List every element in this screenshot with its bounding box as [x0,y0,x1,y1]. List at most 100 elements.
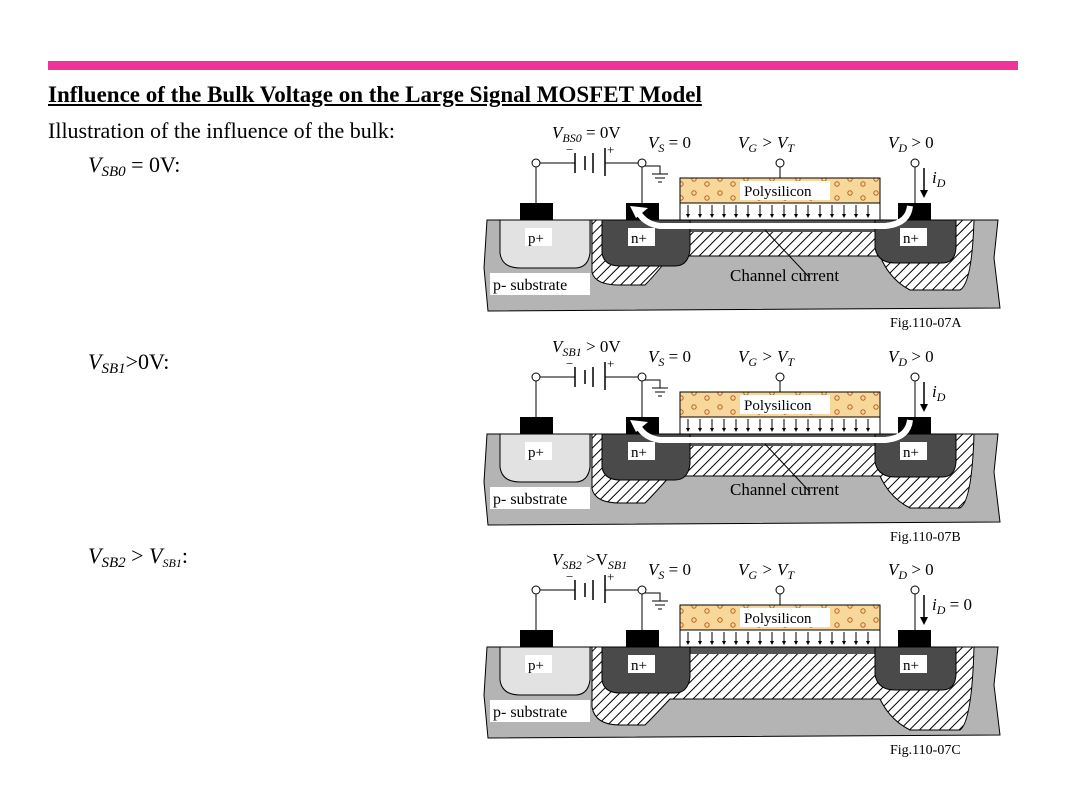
drain-current-arrowhead [920,404,928,412]
p-plus-label: p+ [528,445,544,461]
terminal-icon [775,372,785,382]
drain-voltage-label-part: > 0 [907,133,934,152]
bulk-bias-label-part: = 0V [582,123,622,142]
n-plus-label: n+ [903,658,919,674]
gate-oxide [679,629,881,648]
source-contact [626,630,659,647]
source-voltage-label-part: S [658,141,664,155]
battery-minus: − [566,356,573,371]
well-label-bg [900,442,927,460]
field-arrowhead [782,641,786,645]
field-arrowhead [866,428,870,432]
field-arrowhead [710,641,714,645]
field-arrowhead [686,641,690,645]
accent-bar [48,61,1018,70]
terminal-icon [775,158,785,168]
polysilicon-label: Polysilicon [744,398,812,414]
terminal-icon [637,372,647,382]
drain-current-label: iD = 0 [932,595,972,617]
channel-pointer [764,229,811,279]
bulk-contact [520,630,553,647]
slide-title: Influence of the Bulk Voltage on the Lar… [48,82,702,107]
bulk-bias-label-part: BS0 [562,131,581,145]
bulk-contact [520,417,553,434]
gate-voltage-label-part: T [787,568,795,582]
field-arrowhead [746,428,750,432]
drain-voltage-label-part: > 0 [907,560,934,579]
bulk-wire [535,162,575,203]
source-voltage-label-part: S [658,355,664,369]
well-label-bg [525,442,552,460]
terminal-icon [531,372,541,382]
field-arrowhead [794,641,798,645]
bulk-bias-label-part: V [552,123,565,142]
figure-caption: Fig.110-07C [890,743,961,758]
poly-label-bg [740,395,830,414]
gate-voltage-label-part: T [787,355,795,369]
field-arrowhead [806,641,810,645]
bulk-bias-label: VSB2 >VSB1 [552,550,627,572]
gate-voltage-label-part: G [748,355,757,369]
gate-voltage-label-part: V [738,133,751,152]
field-arrowhead [866,641,870,645]
field-arrowhead [818,214,822,218]
drain-current-label: iD [932,382,946,404]
ground-wire [642,379,661,388]
bulk-bias-label: VSB1 > 0V [552,337,621,359]
ground-wire [642,165,661,174]
field-arrowhead [866,214,870,218]
terminal-icon [910,372,920,382]
gate-voltage-label: VG > VT [738,560,795,582]
drain-current-label-part: i [932,168,937,187]
field-arrowhead [806,428,810,432]
field-arrowhead [782,214,786,218]
source-voltage-label-part: V [648,560,661,579]
figure-caption: Fig.110-07B [890,530,961,545]
p-plus-label: p+ [528,231,544,247]
case-label-vsb0: VSB0 = 0V: [88,152,181,180]
drain-current-label-part: D [936,390,946,404]
field-arrowhead [782,428,786,432]
drain-voltage-label-part: V [888,133,901,152]
bulk-bias-label-part: SB1 [608,558,627,572]
field-arrowhead [794,214,798,218]
well-label-bg [628,655,655,673]
drain-current-arrowhead [920,617,928,625]
bulk-bias-label-part: V [552,337,565,356]
n-plus-label: n+ [903,231,919,247]
p-plus-label: p+ [528,658,544,674]
substrate-label-bg [490,700,590,722]
poly-label-bg [740,181,830,200]
drain-current-label-part: i [932,595,937,614]
drain-voltage-label-part: > 0 [907,347,934,366]
battery-plus: + [607,356,614,371]
field-arrowhead [734,641,738,645]
channel-current-label: Channel current [730,266,839,285]
drain-voltage-label: VD > 0 [888,347,934,369]
source-voltage-label: VS = 0 [648,347,691,369]
gate-voltage-label-part: > V [757,560,790,579]
source-voltage-label-part: = 0 [664,347,691,366]
field-arrowhead [770,641,774,645]
channel-current-arrowhead [630,206,648,218]
drain-voltage-label-part: D [897,141,907,155]
gate-voltage-label-part: G [748,141,757,155]
bulk-contact [520,203,553,220]
source-wire [605,162,643,203]
well-label-bg [525,228,552,246]
field-arrowhead [794,428,798,432]
n-plus-label: n+ [631,231,647,247]
n-plus-label: n+ [631,445,647,461]
bulk-bias-label-part: SB1 [562,345,581,359]
source-voltage-label-part: = 0 [664,560,691,579]
gate-voltage-label: VG > VT [738,347,795,369]
field-arrowhead [758,428,762,432]
field-arrowhead [842,641,846,645]
bulk-bias-label-part: >V [582,550,609,569]
field-arrowhead [830,641,834,645]
gate-oxide [679,416,881,435]
terminal-icon [531,158,541,168]
battery-plus: + [607,569,614,584]
